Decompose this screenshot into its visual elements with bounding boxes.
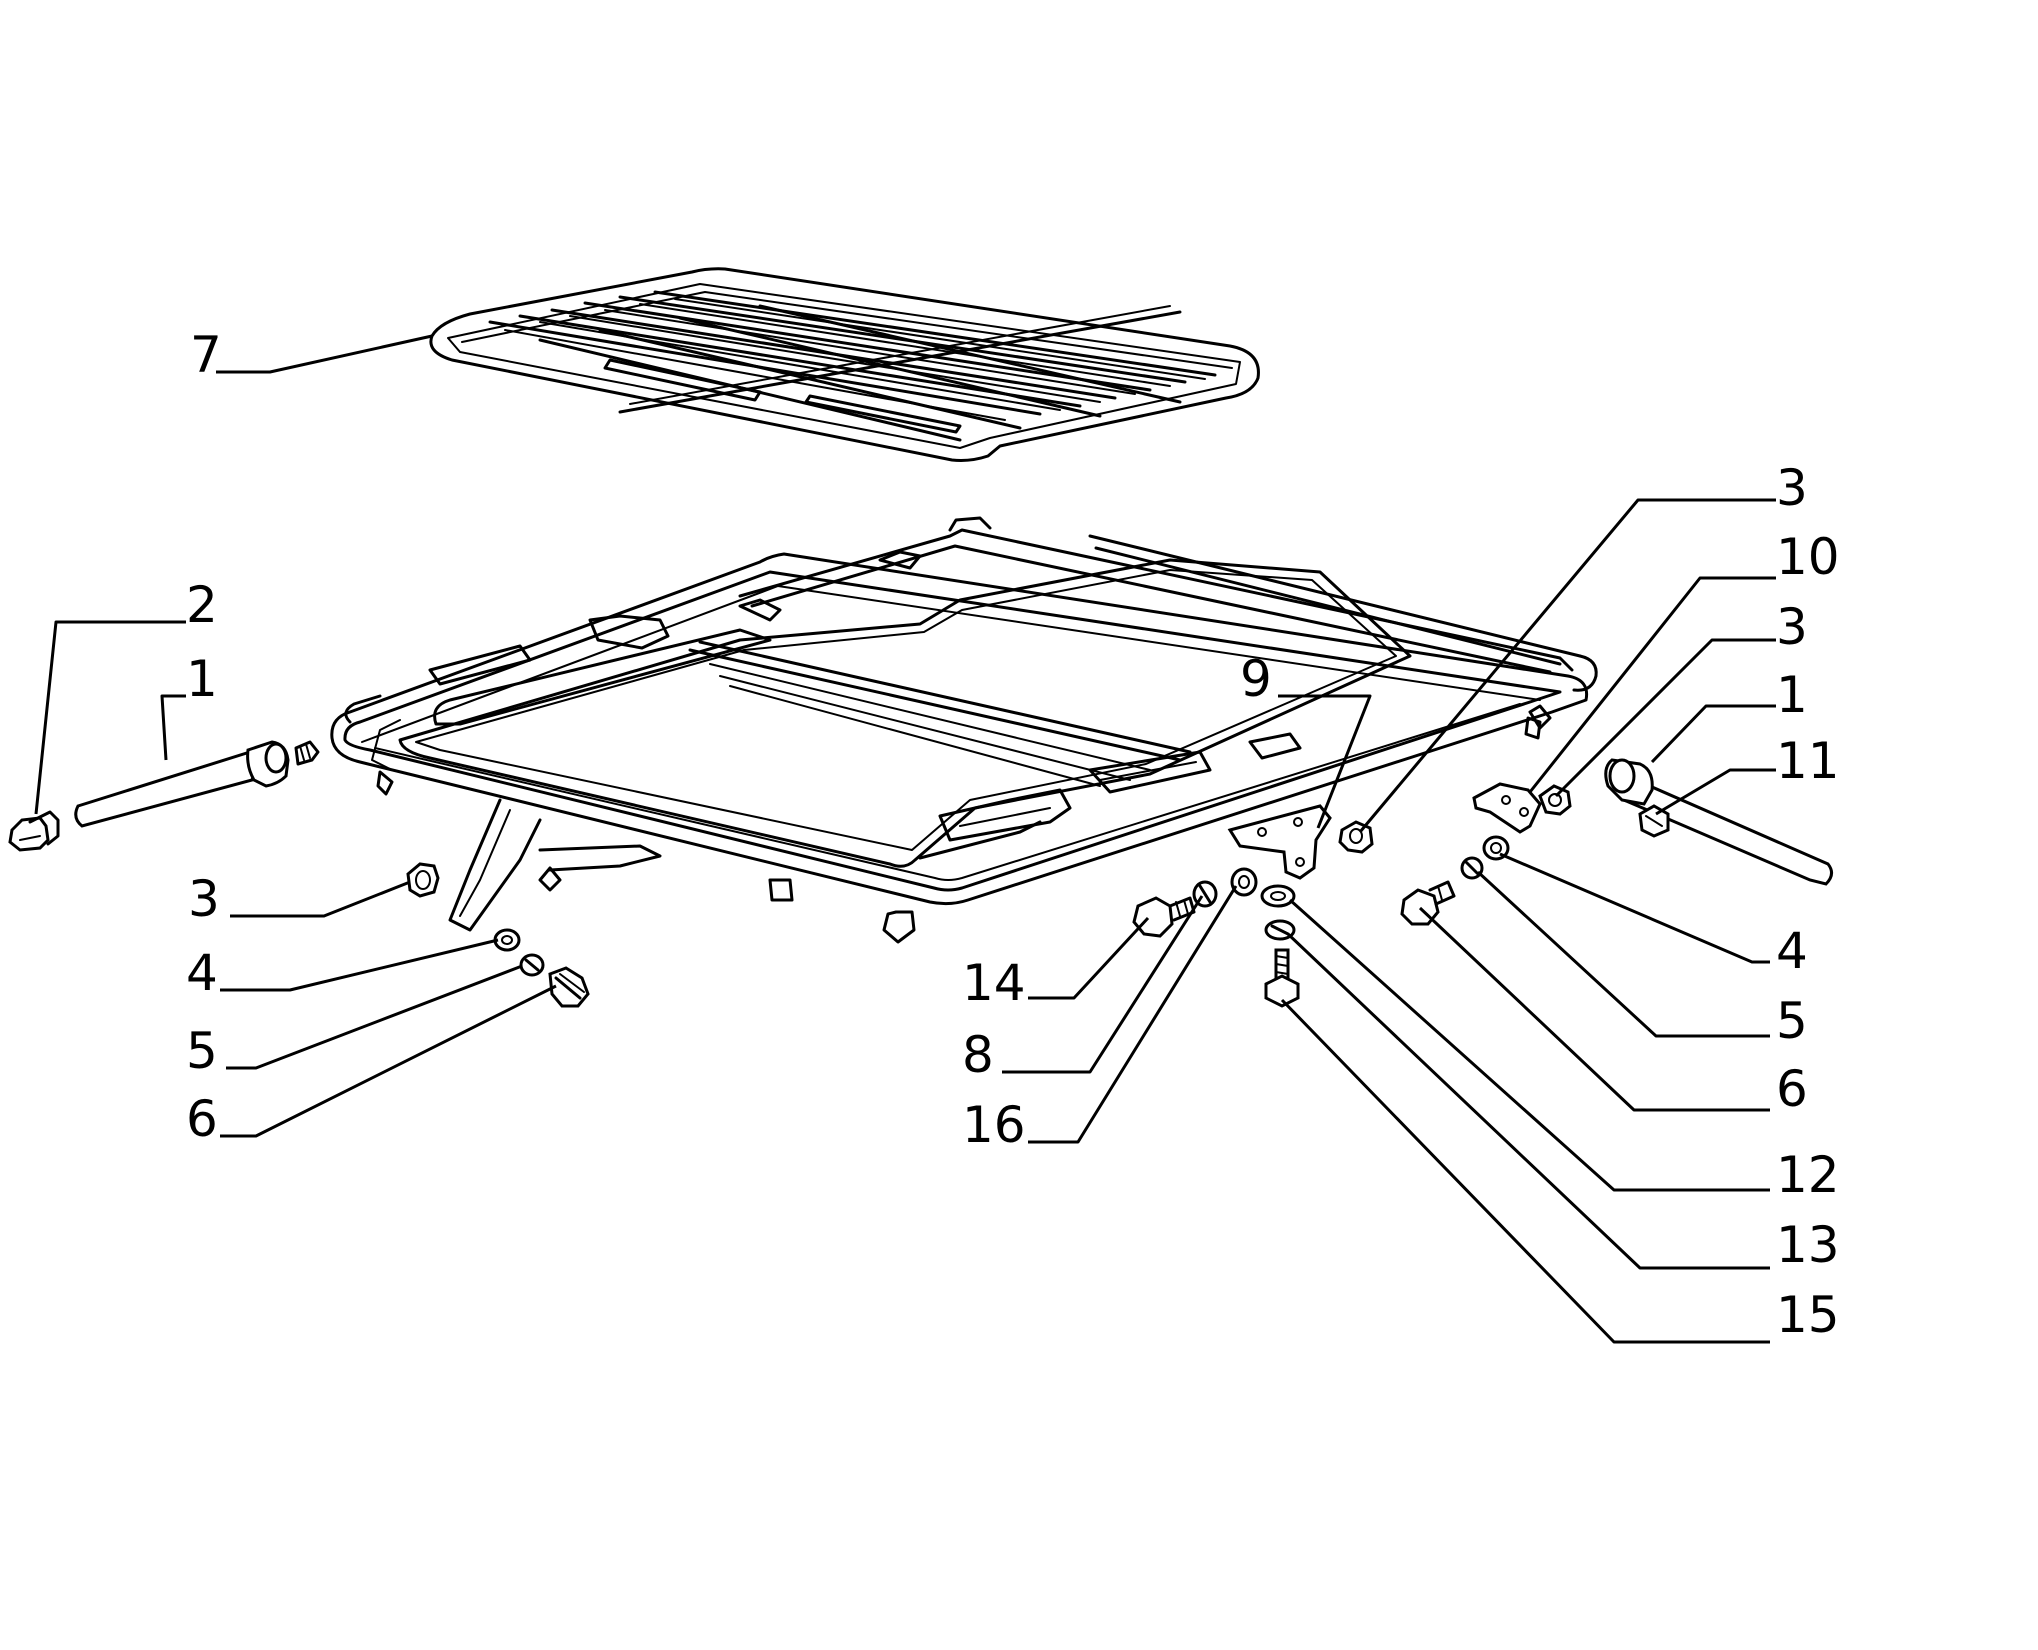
part-6-left-bolt [548, 966, 590, 1008]
part-4-left-washer [493, 928, 521, 952]
callout-3-top: 3 [1776, 459, 1808, 517]
part-15-bolt [1264, 948, 1300, 1008]
callout-11: 11 [1776, 732, 1840, 790]
part-3-center-nut [1338, 820, 1374, 854]
leader-lines [34, 334, 1776, 1344]
callout-4-left: 4 [186, 944, 218, 1002]
callout-6-right: 6 [1776, 1060, 1808, 1118]
parts-left [8, 740, 590, 1008]
callout-13: 13 [1776, 1216, 1840, 1274]
part-1-right-tube [1604, 758, 1833, 886]
callout-9: 9 [1240, 650, 1272, 708]
callout-8: 8 [962, 1026, 994, 1084]
callout-16: 16 [962, 1096, 1026, 1154]
part-1-left-tube [74, 740, 320, 828]
callout-6-left: 6 [186, 1090, 218, 1148]
part-14-bolt [1132, 896, 1196, 938]
part-5-right-spring-washer [1460, 856, 1484, 880]
callout-15: 15 [1776, 1286, 1840, 1344]
part-2-plug [8, 810, 60, 852]
part-3-left-nut [406, 862, 440, 898]
sunroof-frame-assembly [330, 516, 1598, 944]
callout-1-right: 1 [1776, 666, 1808, 724]
callout-12: 12 [1776, 1146, 1840, 1204]
part-16-washer [1230, 867, 1258, 897]
callout-14: 14 [962, 954, 1026, 1012]
callout-7: 7 [190, 326, 222, 384]
part-12-washer [1260, 884, 1296, 908]
callout-10: 10 [1776, 528, 1840, 586]
part-11-clip [1638, 804, 1670, 838]
callout-1-left: 1 [186, 650, 218, 708]
callout-3-right: 3 [1776, 598, 1808, 656]
part-10-plate [1472, 782, 1542, 834]
callout-3-left: 3 [188, 870, 220, 928]
part-9-bracket [1227, 804, 1332, 880]
part-13-spring-washer [1264, 919, 1296, 941]
roof-panel-part-7 [429, 267, 1260, 462]
callout-5-left: 5 [186, 1022, 218, 1080]
callout-labels: 2 1 7 3 4 5 6 9 14 8 16 3 10 3 1 11 4 5 … [186, 326, 1840, 1344]
callout-2: 2 [186, 576, 218, 634]
part-3-right-nut [1538, 784, 1572, 816]
parts-center-right [1132, 758, 1833, 1008]
callout-5-right: 5 [1776, 992, 1808, 1050]
callout-4-right: 4 [1776, 922, 1808, 980]
part-6-right-bolt [1400, 880, 1456, 926]
part-5-left-spring-washer [519, 953, 545, 977]
